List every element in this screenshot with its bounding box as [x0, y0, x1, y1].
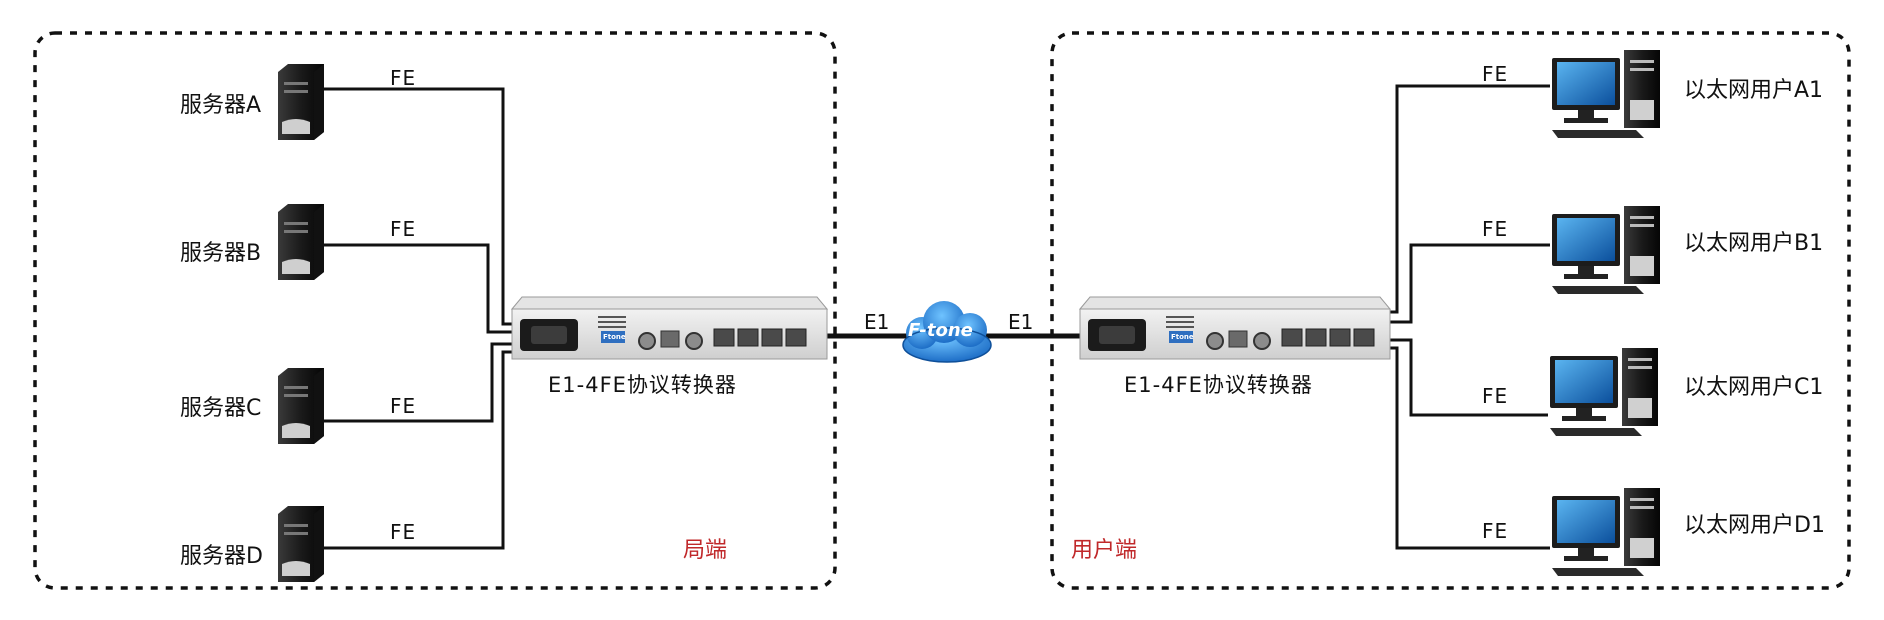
desktop-computer-icon: [1552, 206, 1660, 294]
fe-link-label: FE: [390, 394, 417, 418]
device-label-left: E1-4FE协议转换器: [548, 373, 737, 397]
fe-link-label: FE: [1482, 62, 1509, 86]
tower-server-icon: [278, 506, 324, 582]
device-label-right: E1-4FE协议转换器: [1124, 373, 1313, 397]
cloud-icon: [902, 301, 992, 363]
zone-box-right: [1050, 31, 1851, 590]
tower-server-icon: [278, 204, 324, 280]
e1-link-label: E1: [1008, 310, 1034, 334]
user-label: 以太网用户A1: [1684, 78, 1824, 103]
cloud-label: F-tone: [908, 320, 973, 341]
server-label: 服务器B: [180, 241, 262, 266]
tower-server-icon: [278, 64, 324, 140]
fe-link-label: FE: [390, 66, 417, 90]
device-brand-badge: Ftone: [1171, 333, 1194, 341]
server-label: 服务器C: [180, 396, 262, 421]
left-links: [322, 87, 515, 550]
right-links: [1389, 84, 1550, 550]
fe-link-label: FE: [1482, 384, 1509, 408]
e1-link-label: E1: [864, 310, 890, 334]
server-label: 服务器D: [180, 544, 263, 569]
user-label: 以太网用户B1: [1684, 231, 1824, 256]
zone-label-central-office: 局端: [683, 538, 728, 563]
desktop-computer-icon: [1552, 50, 1660, 138]
zone-box-left: [33, 31, 837, 590]
server-label: 服务器A: [180, 93, 262, 118]
converter-device-right: [1078, 296, 1392, 360]
fe-link-label: FE: [1482, 519, 1509, 543]
fe-link-label: FE: [390, 217, 417, 241]
zone-label-user-side: 用户端: [1071, 538, 1138, 563]
fe-link-label: FE: [390, 520, 417, 544]
user-label: 以太网用户D1: [1684, 513, 1825, 538]
desktop-computer-icon: [1552, 488, 1660, 576]
desktop-computer-icon: [1550, 348, 1658, 436]
user-label: 以太网用户C1: [1684, 375, 1824, 400]
device-brand-badge: Ftone: [603, 333, 626, 341]
tower-server-icon: [278, 368, 324, 444]
fe-link-label: FE: [1482, 217, 1509, 241]
converter-device-left: [510, 296, 829, 360]
